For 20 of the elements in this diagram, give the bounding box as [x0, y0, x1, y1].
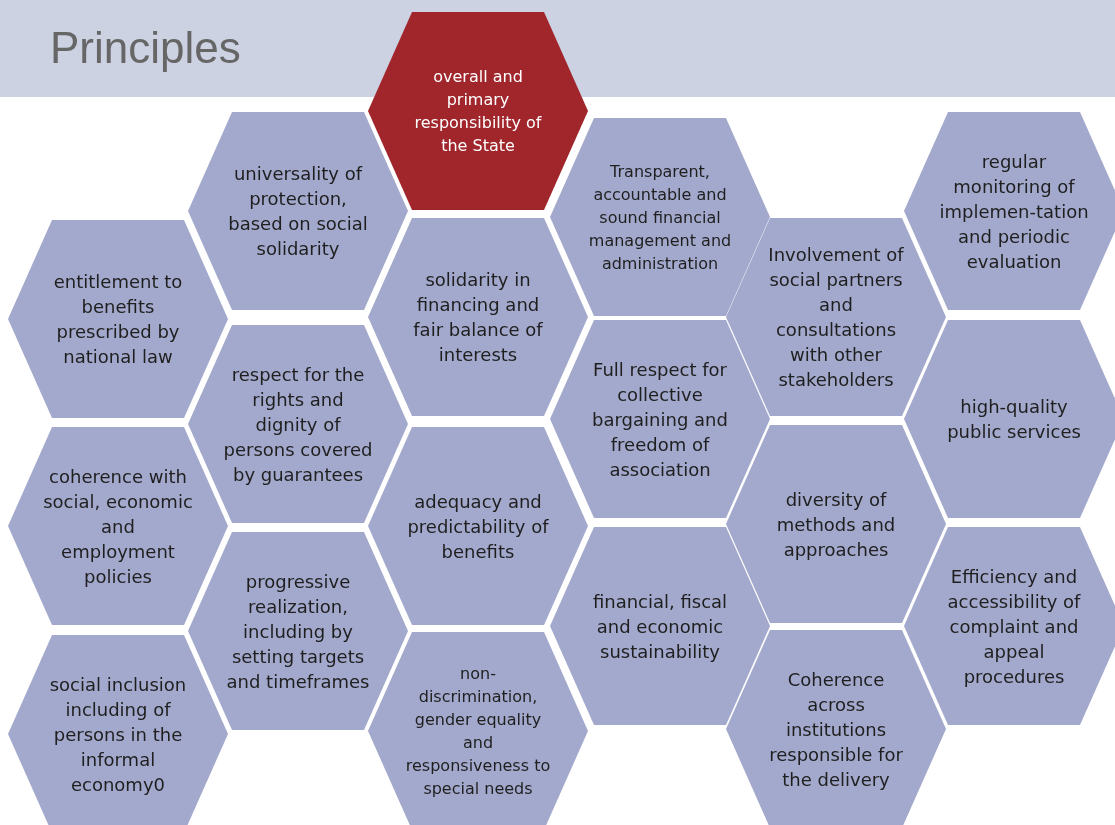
hexagon-label: social inclusion including of persons in the informal economy0: [48, 672, 188, 797]
hexagon-label: universality of protection, based on social solidarity: [227, 162, 369, 261]
hexagon-label: diversity of methods and approaches: [775, 487, 897, 562]
hexagon-label: coherence with social, economic and employment policies: [42, 464, 194, 589]
title: Principles: [50, 22, 241, 74]
hexagon-label: regular monitoring of implemen-tation and periodic evaluation: [938, 149, 1090, 274]
hexagon-label: Efficiency and accessibility of complaint and appeal procedures: [946, 564, 1082, 689]
hexagon-label: Coherence across institutions responsible for the delivery: [768, 667, 904, 792]
hexagon-label: entitlement to benefits prescribed by national law: [52, 270, 184, 369]
hexagon-label: Transparent, accountable and sound financial management and administration: [587, 160, 733, 275]
hexagon-label: high-quality public services: [946, 395, 1082, 444]
hexagon-label: adequacy and predictability of benefits: [406, 489, 550, 564]
hexagon-label: Full respect for collective bargaining and freedom of association: [591, 357, 729, 482]
hexagon-label: financial, fiscal and economic sustainability: [591, 589, 729, 664]
hexagon-label: overall and primary responsibility of the State: [413, 66, 543, 157]
hexagon-label: respect for the rights and dignity of persons covered by guarantees: [222, 362, 374, 487]
hexagon-label: Involvement of social partners and consultations with other stakeholders: [767, 243, 905, 392]
hexagon-label: progressive realization, including by setting targets and timeframes: [225, 569, 371, 694]
hexagon-label: non-discrimination, gender equality and responsiveness to special needs: [404, 663, 552, 800]
hexagon-label: solidarity in financing and fair balance of interests: [412, 268, 544, 367]
